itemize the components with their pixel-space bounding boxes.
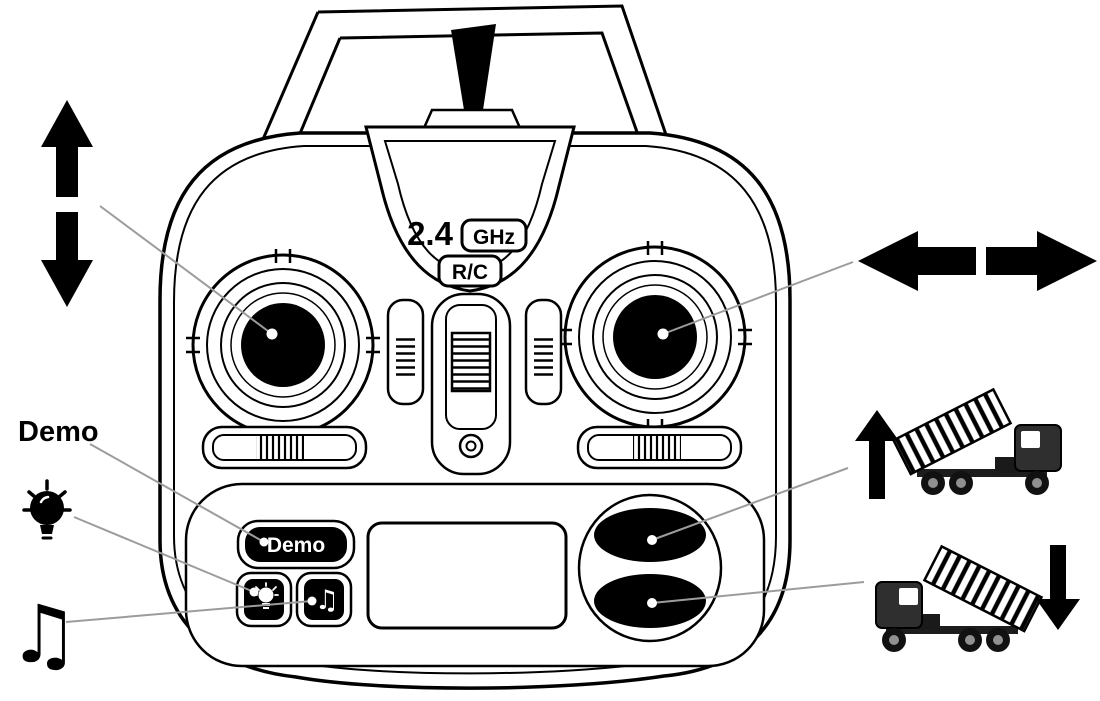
frequency-value: 2.4 bbox=[407, 215, 454, 252]
down-arrow-icon bbox=[41, 212, 93, 307]
frequency-unit: GHz bbox=[473, 226, 515, 249]
callout-endpoints bbox=[249, 328, 669, 608]
ghz-badge bbox=[460, 218, 528, 253]
left-vertical-trim bbox=[386, 298, 425, 406]
label-plate bbox=[366, 521, 568, 630]
bed-down-arrow-icon bbox=[1036, 545, 1080, 630]
dump-truck-bed-up-icon bbox=[891, 387, 1062, 495]
stick-up-down-arrows bbox=[41, 100, 93, 307]
bed-up-button bbox=[594, 508, 706, 562]
dump-truck-bed-down-icon bbox=[875, 544, 1044, 652]
light-button bbox=[235, 571, 293, 628]
right-joystick bbox=[558, 241, 752, 433]
switch-knob bbox=[450, 331, 492, 393]
up-arrow-icon bbox=[41, 100, 93, 197]
left-horizontal-trim bbox=[201, 425, 368, 470]
music-button: ♫ bbox=[295, 571, 353, 628]
antenna-mount bbox=[422, 108, 522, 130]
bed-up-arrow-icon bbox=[855, 410, 899, 499]
antenna bbox=[451, 24, 496, 110]
left-arrow-icon bbox=[858, 231, 976, 291]
left-joystick bbox=[186, 249, 380, 441]
bed-raise-indicator bbox=[855, 387, 1062, 499]
right-vertical-trim bbox=[524, 298, 563, 406]
rc-badge bbox=[437, 254, 503, 288]
light-bulb-icon bbox=[22, 479, 72, 540]
bed-lower-indicator bbox=[875, 544, 1080, 652]
music-note-icon: ♫ bbox=[8, 588, 80, 681]
right-horizontal-trim bbox=[576, 425, 743, 470]
callout-lines bbox=[65, 205, 865, 623]
music-button-note-icon: ♫ bbox=[315, 585, 339, 616]
left-stick-knob bbox=[241, 303, 325, 387]
steer-left-right-arrows bbox=[858, 231, 1097, 291]
right-stick-knob bbox=[613, 295, 697, 379]
power-switch bbox=[430, 292, 512, 476]
demo-button: Demo bbox=[236, 519, 356, 570]
demo-callout-label: Demo bbox=[18, 416, 99, 448]
band-label: R/C bbox=[452, 261, 488, 284]
right-arrow-icon bbox=[986, 231, 1097, 291]
bed-control-cluster bbox=[577, 493, 723, 643]
transmitter: 2.4 GHz R/C bbox=[158, 4, 792, 690]
demo-button-label: Demo bbox=[267, 534, 325, 557]
